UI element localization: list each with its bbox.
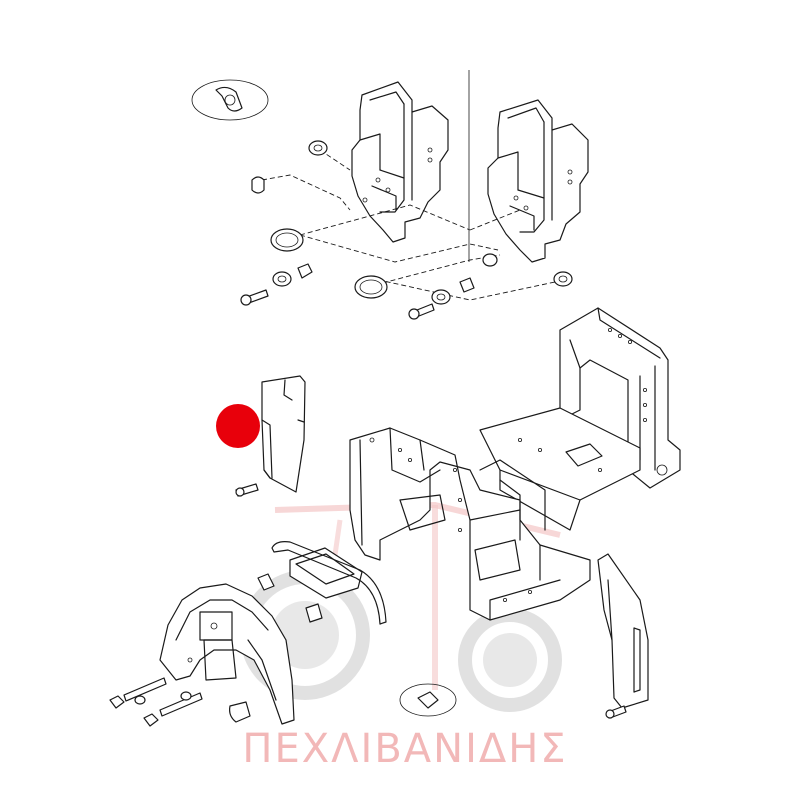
marker-dot-icon [216,404,260,448]
upper-bracket-right [487,99,589,263]
right-cover-panel [597,553,649,719]
fender-assembly [109,583,295,727]
watermark-text: ΠΕΧΛΙΒΑΝΙΔΗΣ [242,726,567,772]
left-cover-panel [235,375,306,497]
assembly-guides [261,149,556,301]
upper-bracket-left [351,81,449,243]
step-parts [257,541,387,625]
fasteners-upper [240,140,573,320]
clip-callout [191,79,269,121]
main-chassis-frame [349,307,681,621]
clip-callout-bottom [399,683,457,717]
